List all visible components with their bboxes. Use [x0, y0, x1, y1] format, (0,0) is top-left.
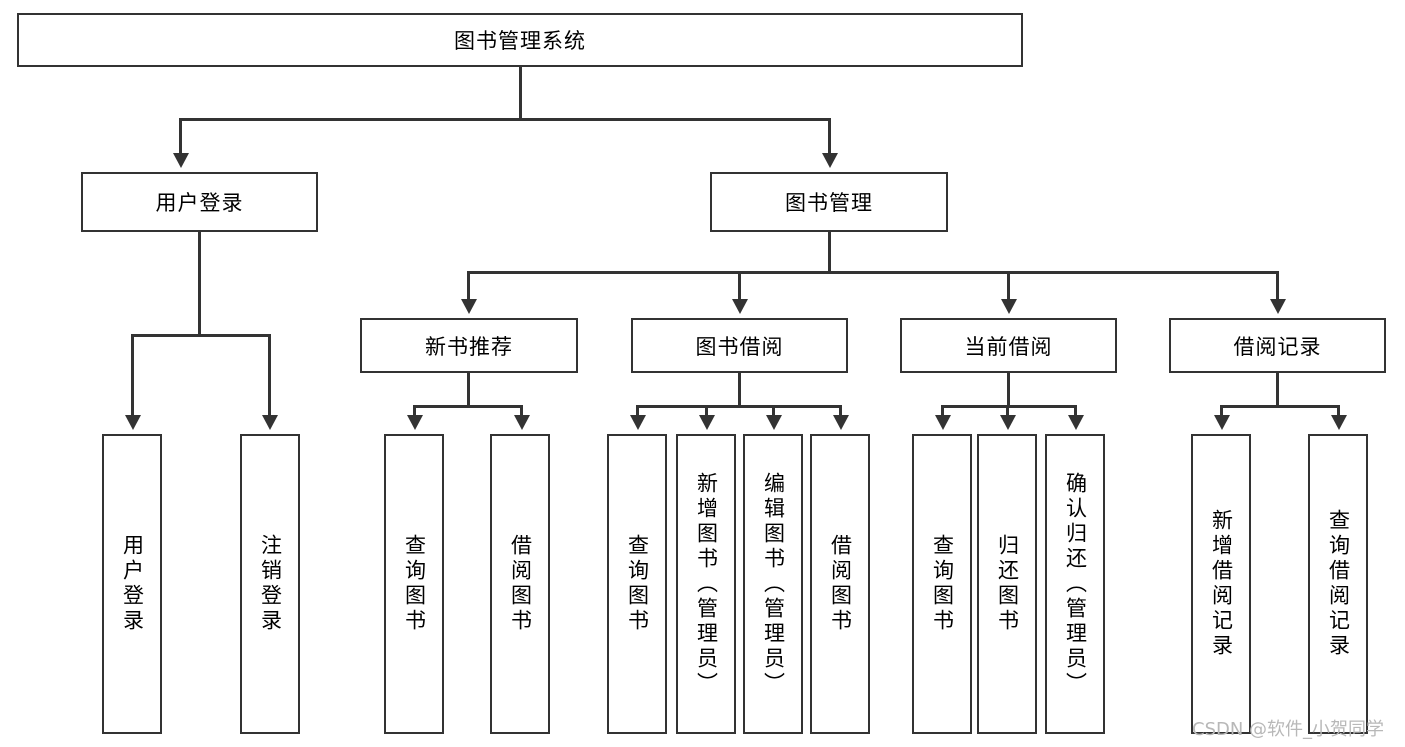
edge-bb-drop-3	[772, 405, 775, 419]
edge-cb-trunk	[1007, 373, 1010, 406]
edge-nbr-drop-2	[520, 405, 523, 419]
leaf-nbr-query-book[interactable]: 查询图书	[384, 434, 444, 734]
arrow-leaf-bb-3	[766, 415, 782, 430]
arrow-to-user-login	[173, 153, 189, 168]
leaf-bb-add-book-admin[interactable]: 新增图书（管理员）	[676, 434, 736, 734]
node-label: 新增借阅记录	[1209, 509, 1234, 659]
node-label: 用户登录	[120, 534, 145, 634]
edge-bm-drop-3	[1007, 271, 1010, 302]
arrow-to-book-borrow	[732, 299, 748, 314]
edge-bb-trunk	[738, 373, 741, 406]
edge-br-drop-1	[1220, 405, 1223, 419]
node-root-book-management-system[interactable]: 图书管理系统	[17, 13, 1023, 67]
edge-bb-drop-4	[839, 405, 842, 419]
node-new-book-recommend[interactable]: 新书推荐	[360, 318, 578, 373]
edge-bb-drop-2	[705, 405, 708, 419]
edge-nbr-trunk	[467, 373, 470, 406]
leaf-logout[interactable]: 注销登录	[240, 434, 300, 734]
edge-root-trunk	[519, 67, 522, 119]
edge-cb-drop-2	[1006, 405, 1009, 419]
node-label: 图书管理	[785, 191, 873, 215]
node-label: 当前借阅	[964, 334, 1053, 359]
arrow-leaf-nbr-2	[514, 415, 530, 430]
edge-bb-bus	[636, 405, 842, 408]
node-label: 借阅图书	[508, 534, 533, 634]
node-label: 查询图书	[625, 534, 650, 634]
node-label: 归还图书	[995, 534, 1020, 634]
node-label: 图书管理系统	[454, 29, 586, 53]
leaf-bb-borrow-book[interactable]: 借阅图书	[810, 434, 870, 734]
arrow-leaf-br-2	[1331, 415, 1347, 430]
node-label: 查询借阅记录	[1326, 509, 1351, 659]
leaf-nbr-borrow-book[interactable]: 借阅图书	[490, 434, 550, 734]
edge-user-login-drop-2	[268, 334, 271, 418]
arrow-leaf-bb-2	[699, 415, 715, 430]
arrow-leaf-cb-1	[935, 415, 951, 430]
arrow-to-current-borrow	[1001, 299, 1017, 314]
node-label: 确认归还（管理员）	[1063, 471, 1088, 697]
node-label: 借阅记录	[1233, 334, 1322, 359]
leaf-cb-return-book[interactable]: 归还图书	[977, 434, 1037, 734]
arrow-to-new-book-recommend	[461, 299, 477, 314]
node-label: 查询图书	[930, 534, 955, 634]
leaf-br-query-record[interactable]: 查询借阅记录	[1308, 434, 1368, 734]
leaf-cb-confirm-return-admin[interactable]: 确认归还（管理员）	[1045, 434, 1105, 734]
node-label: 编辑图书（管理员）	[761, 471, 786, 697]
leaf-bb-edit-book-admin[interactable]: 编辑图书（管理员）	[743, 434, 803, 734]
node-label: 注销登录	[258, 534, 283, 634]
edge-root-to-book-management	[828, 118, 831, 156]
edge-user-login-trunk	[198, 232, 201, 335]
arrow-leaf-logout	[262, 415, 278, 430]
arrow-leaf-cb-2	[1000, 415, 1016, 430]
edge-br-drop-2	[1337, 405, 1340, 419]
arrow-to-book-management	[822, 153, 838, 168]
node-book-borrow[interactable]: 图书借阅	[631, 318, 848, 373]
edge-root-bus	[179, 118, 831, 121]
arrow-leaf-nbr-1	[407, 415, 423, 430]
node-borrow-records[interactable]: 借阅记录	[1169, 318, 1386, 373]
leaf-user-login[interactable]: 用户登录	[102, 434, 162, 734]
node-label: 查询图书	[402, 534, 427, 634]
arrow-leaf-br-1	[1214, 415, 1230, 430]
edge-bm-drop-2	[738, 271, 741, 302]
edge-book-management-bus	[467, 271, 1278, 274]
edge-nbr-bus	[413, 405, 523, 408]
edge-bm-drop-4	[1276, 271, 1279, 302]
edge-nbr-drop-1	[413, 405, 416, 419]
edge-bb-drop-1	[636, 405, 639, 419]
node-label: 图书借阅	[695, 334, 784, 359]
leaf-cb-query-book[interactable]: 查询图书	[912, 434, 972, 734]
edge-book-management-trunk	[828, 232, 831, 272]
edge-br-trunk	[1276, 373, 1279, 406]
node-label: 用户登录	[155, 191, 244, 215]
node-user-login[interactable]: 用户登录	[81, 172, 318, 232]
arrow-leaf-bb-4	[833, 415, 849, 430]
csdn-watermark: CSDN @软件_小贺同学	[1192, 719, 1385, 740]
node-current-borrow[interactable]: 当前借阅	[900, 318, 1117, 373]
arrow-leaf-user-login	[125, 415, 141, 430]
arrow-to-borrow-records	[1270, 299, 1286, 314]
edge-bm-drop-1	[467, 271, 470, 302]
leaf-br-add-record[interactable]: 新增借阅记录	[1191, 434, 1251, 734]
edge-user-login-bus	[131, 334, 271, 337]
arrow-leaf-cb-3	[1068, 415, 1084, 430]
edge-root-to-user-login	[179, 118, 182, 156]
edge-cb-drop-1	[941, 405, 944, 419]
node-label: 新增图书（管理员）	[694, 471, 719, 697]
node-book-management[interactable]: 图书管理	[710, 172, 948, 232]
edge-cb-drop-3	[1074, 405, 1077, 419]
leaf-bb-query-book[interactable]: 查询图书	[607, 434, 667, 734]
edge-br-bus	[1220, 405, 1340, 408]
node-label: 新书推荐	[425, 334, 513, 359]
arrow-leaf-bb-1	[630, 415, 646, 430]
node-label: 借阅图书	[828, 534, 853, 634]
edge-user-login-drop-1	[131, 334, 134, 418]
